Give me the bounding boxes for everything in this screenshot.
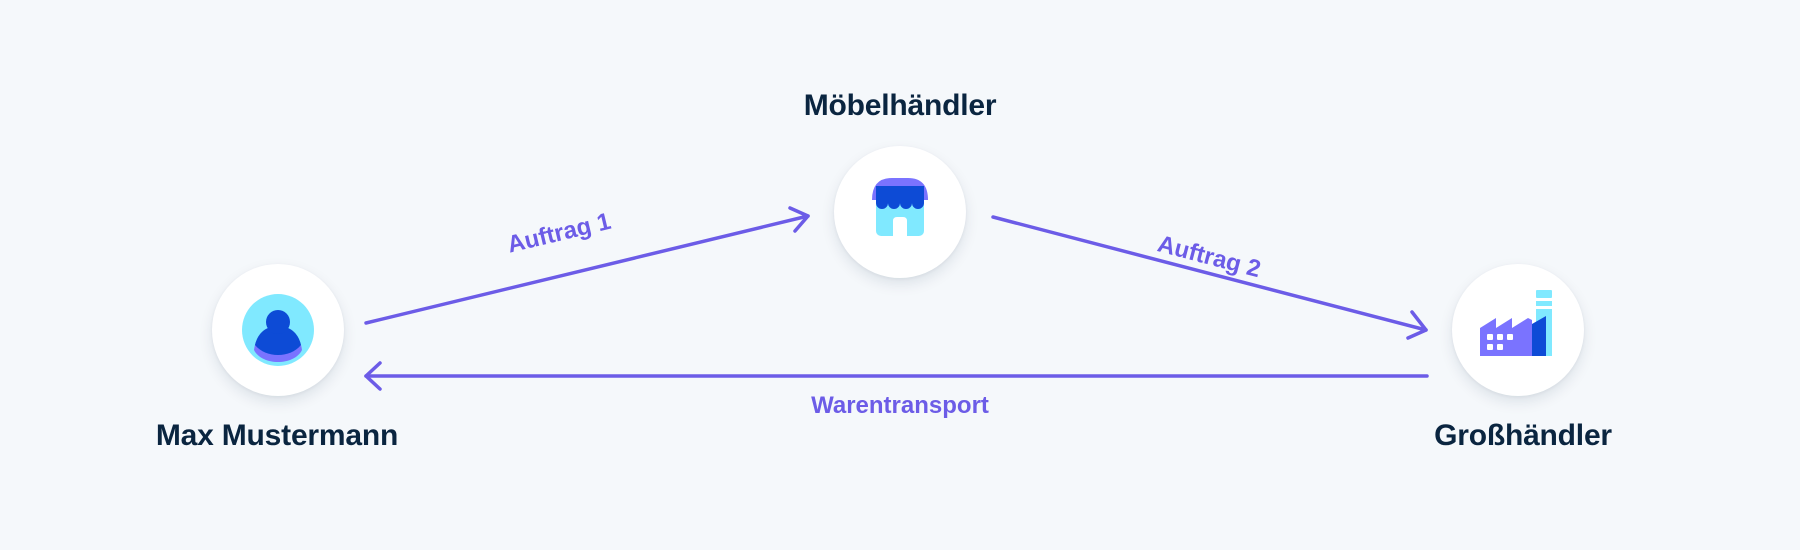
node-customer-label: Max Mustermann xyxy=(155,419,399,452)
node-wholesaler-label: Großhändler xyxy=(1434,419,1612,452)
edge-order1-arrow xyxy=(364,206,810,325)
node-wholesaler xyxy=(1452,264,1584,396)
node-retailer-label: Möbelhändler xyxy=(803,89,997,122)
edge-transport-arrow xyxy=(364,361,1429,391)
factory-icon xyxy=(1480,290,1552,356)
person-icon xyxy=(242,294,314,366)
edge-transport-label: Warentransport xyxy=(811,392,989,419)
store-icon xyxy=(872,178,928,236)
node-customer xyxy=(212,264,344,396)
node-retailer xyxy=(834,146,966,278)
edge-order2-arrow xyxy=(991,215,1428,340)
